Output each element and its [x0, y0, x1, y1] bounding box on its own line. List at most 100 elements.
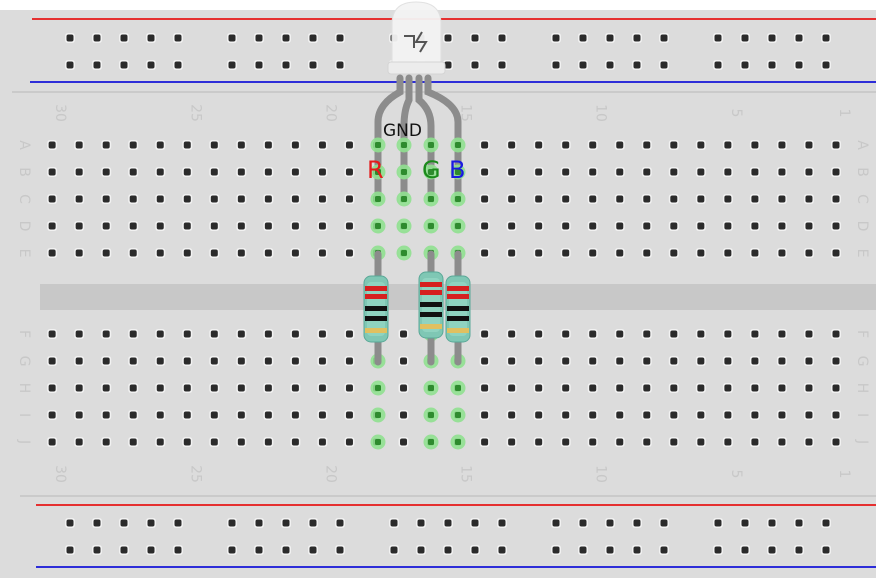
hole-H17	[398, 383, 409, 393]
column-number-bottom-5: 5	[728, 470, 744, 479]
rail-hole-1-0-1-3	[308, 518, 318, 528]
hole-D22	[263, 221, 274, 231]
rail-hole-1-0-3-3	[632, 518, 642, 528]
hole-G17	[398, 356, 409, 366]
active-hole	[370, 407, 386, 423]
rail-hole-0-0-1-1	[254, 33, 264, 43]
hole-E13	[506, 248, 517, 258]
hole-H25	[182, 383, 193, 393]
rail-hole-1-1-1-3	[308, 545, 318, 555]
hole-A6	[695, 140, 706, 150]
rail-hole-1-1-2-3	[470, 545, 480, 555]
hole-F23	[236, 329, 247, 339]
hole-H6	[695, 383, 706, 393]
hole-G21	[290, 356, 301, 366]
rail-hole-0-0-0-2	[119, 33, 129, 43]
row-label-r-D: D	[854, 221, 870, 232]
hole-J24	[209, 437, 220, 447]
resistor-2-band-2	[420, 290, 442, 295]
active-hole	[423, 407, 439, 423]
hole-B28	[101, 167, 112, 177]
hole-C11	[560, 194, 571, 204]
hole-H14	[479, 383, 490, 393]
hole-G2	[803, 356, 814, 366]
rail-hole-1-0-3-2	[605, 518, 615, 528]
resistor-2-band-5	[420, 324, 442, 329]
hole-C6	[695, 194, 706, 204]
hole-C19	[344, 194, 355, 204]
hole-I25	[182, 410, 193, 420]
row-label-r-E: E	[854, 249, 870, 258]
rail-hole-1-1-1-1	[254, 545, 264, 555]
hole-J4	[749, 437, 760, 447]
column-number-bottom-30: 30	[52, 465, 68, 483]
hole-D4	[749, 221, 760, 231]
hole-I26	[155, 410, 166, 420]
rail-hole-0-0-0-3	[146, 33, 156, 43]
hole-A22	[263, 140, 274, 150]
hole-E11	[560, 248, 571, 258]
rail-hole-1-0-2-1	[416, 518, 426, 528]
hole-B3	[776, 167, 787, 177]
hole-D9	[614, 221, 625, 231]
led-leg-green	[415, 74, 435, 203]
rail-hole-1-1-0-4	[173, 545, 183, 555]
hole-H21	[290, 383, 301, 393]
active-hole	[450, 164, 466, 180]
rail-hole-0-1-0-3	[146, 60, 156, 70]
hole-J29	[74, 437, 85, 447]
hole-J3	[776, 437, 787, 447]
hole-B23	[236, 167, 247, 177]
hole-B5	[722, 167, 733, 177]
row-label-l-D: D	[16, 221, 32, 232]
rail-hole-0-0-4-4	[821, 33, 831, 43]
rail-hole-1-0-1-4	[335, 518, 345, 528]
hole-I11	[560, 410, 571, 420]
resistor-1-band-1	[365, 286, 387, 291]
hole-B22	[263, 167, 274, 177]
hole-B19	[344, 167, 355, 177]
hole-G24	[209, 356, 220, 366]
hole-H13	[506, 383, 517, 393]
hole-F19	[344, 329, 355, 339]
hole-C26	[155, 194, 166, 204]
rail-hole-1-1-3-3	[632, 545, 642, 555]
hole-B25	[182, 167, 193, 177]
hole-A20	[317, 140, 328, 150]
hole-E27	[128, 248, 139, 258]
hole-C13	[506, 194, 517, 204]
active-hole	[396, 218, 412, 234]
active-hole	[396, 137, 412, 153]
hole-C29	[74, 194, 85, 204]
hole-F2	[803, 329, 814, 339]
hole-G25	[182, 356, 193, 366]
row-label-l-H: H	[16, 383, 32, 394]
resistor-2-band-1	[420, 282, 442, 287]
rail-hole-0-1-1-3	[308, 60, 318, 70]
hole-G13	[506, 356, 517, 366]
hole-J2	[803, 437, 814, 447]
hole-D8	[641, 221, 652, 231]
hole-I19	[344, 410, 355, 420]
resistor-3	[445, 275, 471, 343]
rail-hole-1-1-3-4	[659, 545, 669, 555]
rail-hole-1-1-4-1	[740, 545, 750, 555]
rail-hole-0-0-1-4	[335, 33, 345, 43]
active-hole	[370, 191, 386, 207]
label-gnd: GND	[383, 121, 422, 141]
hole-E12	[533, 248, 544, 258]
hole-G26	[155, 356, 166, 366]
hole-D6	[695, 221, 706, 231]
rail-hole-0-1-2-4	[497, 60, 507, 70]
rail-hole-0-0-0-0	[65, 33, 75, 43]
row-label-l-B: B	[16, 167, 32, 177]
hole-B14	[479, 167, 490, 177]
hole-B29	[74, 167, 85, 177]
resistor-1-band-4	[365, 316, 387, 321]
hole-F12	[533, 329, 544, 339]
hole-I6	[695, 410, 706, 420]
rail-hole-1-0-4-3	[794, 518, 804, 528]
led-legs	[374, 74, 462, 203]
